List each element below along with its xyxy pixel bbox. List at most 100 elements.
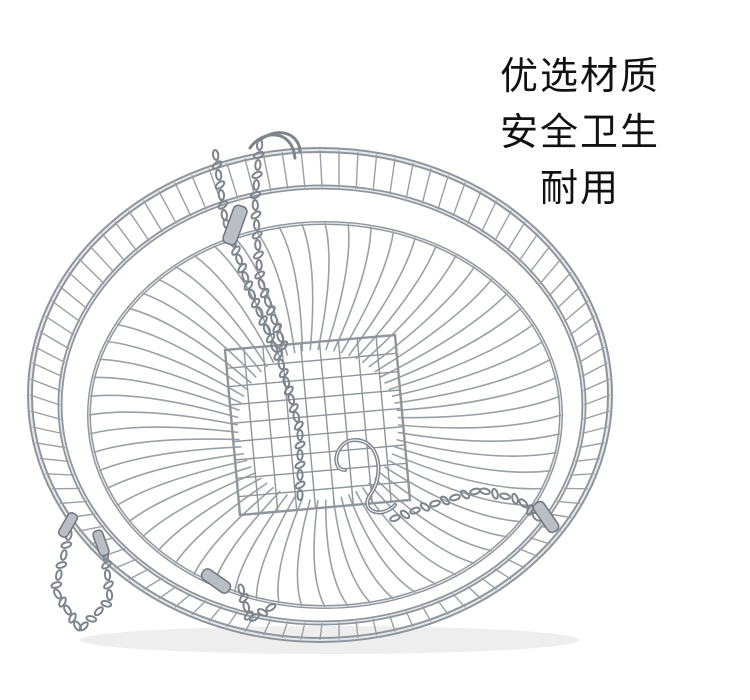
wire-segment bbox=[300, 150, 306, 188]
wire-segment bbox=[529, 245, 551, 273]
wire-segment bbox=[191, 175, 207, 210]
chain-link bbox=[252, 219, 261, 231]
wire-segment bbox=[236, 462, 407, 480]
wire-segment bbox=[379, 471, 508, 538]
wire-segment bbox=[193, 486, 275, 575]
wire-segment bbox=[229, 389, 401, 406]
chain-link bbox=[296, 429, 304, 441]
chain-link bbox=[491, 487, 499, 500]
chain-link bbox=[273, 350, 283, 361]
chain-link bbox=[252, 250, 264, 260]
chain-link bbox=[278, 340, 289, 351]
chain-link bbox=[449, 493, 461, 502]
chain-link bbox=[270, 341, 279, 353]
chain-link bbox=[217, 200, 229, 210]
wire-segment bbox=[405, 611, 414, 628]
wire-segment bbox=[319, 149, 323, 188]
chain-link bbox=[518, 498, 529, 509]
feature-caption: 优选材质 安全卫生 耐用 bbox=[470, 48, 690, 216]
wire-segment bbox=[405, 162, 414, 199]
chain-link bbox=[278, 368, 289, 379]
wire-segment bbox=[213, 490, 281, 585]
wire-segment bbox=[45, 473, 74, 476]
wire-segment bbox=[59, 500, 88, 505]
chain-link bbox=[247, 288, 256, 301]
wire-segment bbox=[368, 266, 476, 368]
wire-segment bbox=[356, 338, 373, 504]
wire-segment bbox=[30, 410, 61, 420]
wire-segment bbox=[437, 175, 449, 210]
wire-segment bbox=[88, 411, 239, 426]
caption-line-material: 优选材质 bbox=[499, 54, 660, 98]
chain-link bbox=[100, 599, 113, 608]
chain-link bbox=[254, 239, 262, 251]
chain-link bbox=[101, 560, 112, 570]
wire-segment bbox=[78, 258, 105, 285]
wire-segment bbox=[281, 620, 289, 639]
chain-link bbox=[243, 280, 254, 291]
wire-segment bbox=[89, 426, 239, 435]
chain-link bbox=[93, 606, 104, 617]
chain-link bbox=[265, 332, 276, 344]
wire-segment bbox=[391, 340, 544, 398]
chain-link bbox=[262, 323, 271, 336]
wire-segment bbox=[157, 278, 263, 373]
wire-segment bbox=[277, 498, 304, 604]
chain-link bbox=[68, 612, 77, 624]
wire-segment bbox=[347, 494, 416, 594]
wire-segment bbox=[39, 457, 69, 463]
wire-segment bbox=[391, 452, 544, 490]
chain-link bbox=[459, 489, 471, 500]
wire-segment bbox=[281, 151, 289, 190]
wire-segment bbox=[384, 466, 522, 523]
wire-segment bbox=[548, 513, 572, 519]
chain-link bbox=[439, 495, 451, 506]
wire-segment bbox=[174, 182, 192, 217]
wire-segment bbox=[529, 537, 551, 545]
chain-link bbox=[257, 278, 266, 291]
rim-clips bbox=[57, 204, 560, 594]
chain-link bbox=[55, 561, 68, 569]
wire-segment bbox=[317, 222, 330, 351]
wire-segment bbox=[30, 378, 61, 392]
wire-segment bbox=[255, 230, 296, 354]
chain-link bbox=[237, 583, 246, 596]
wire-segment bbox=[243, 348, 260, 514]
wire-segment bbox=[35, 346, 66, 364]
wire-segment bbox=[128, 568, 150, 580]
chain-link bbox=[103, 580, 114, 590]
wire-segment bbox=[397, 395, 561, 419]
wire-segment bbox=[68, 271, 96, 297]
wire-segment bbox=[368, 482, 475, 565]
wire-segment bbox=[244, 615, 255, 633]
chain-link bbox=[60, 541, 73, 549]
wire-segment bbox=[452, 593, 466, 608]
wire-segment bbox=[388, 323, 534, 391]
wire-segment bbox=[106, 340, 245, 397]
wire-segment bbox=[372, 154, 378, 192]
chain-link bbox=[399, 509, 411, 520]
rim-band-wires bbox=[29, 149, 611, 641]
wire-segment bbox=[467, 585, 482, 600]
chain-link bbox=[296, 469, 304, 481]
wire-segment bbox=[396, 376, 557, 412]
chain-link bbox=[237, 262, 247, 274]
wire-segment bbox=[384, 307, 522, 385]
wire-segment bbox=[116, 459, 248, 507]
wire-segment bbox=[296, 499, 311, 607]
chain-link bbox=[248, 613, 260, 622]
chain-link bbox=[53, 588, 62, 600]
chain-link bbox=[251, 230, 263, 240]
chain-link bbox=[287, 393, 296, 406]
wire-segment bbox=[563, 300, 589, 323]
chain-link bbox=[272, 322, 282, 334]
wire-segment bbox=[244, 158, 255, 195]
wire-segment bbox=[556, 286, 581, 310]
wire-segment bbox=[340, 496, 395, 600]
wire-segment bbox=[59, 286, 88, 310]
wire-segment bbox=[128, 465, 252, 523]
top-hook-icon bbox=[248, 131, 302, 160]
wire-segment bbox=[174, 482, 268, 564]
chain-link bbox=[235, 253, 244, 266]
